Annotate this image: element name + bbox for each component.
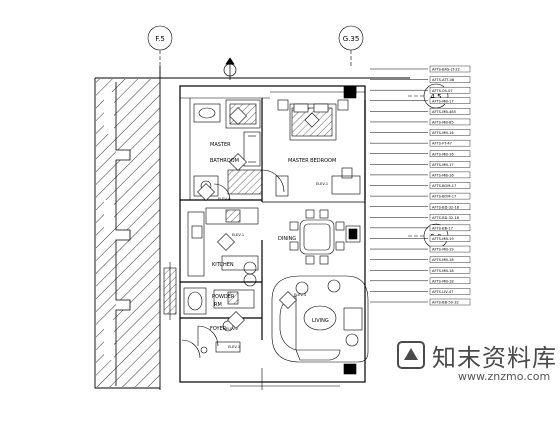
callout-label: AFTS-BB-17 xyxy=(432,226,453,230)
callout-box xyxy=(429,298,471,306)
callout-label: AFTS-MB-17 xyxy=(432,163,454,167)
callout-label: AFTS-MB-85 xyxy=(432,121,454,125)
callout-label: AFTS-MB-19 xyxy=(432,248,454,252)
watermark-logo-icon xyxy=(397,341,425,369)
callout-box xyxy=(429,97,471,104)
callout-box xyxy=(429,203,471,210)
dining-set xyxy=(289,209,361,265)
callout-box xyxy=(429,245,471,253)
watermark: 知末资料库 www.znzmo.com xyxy=(388,336,560,420)
tag-label: ELEV-1 xyxy=(316,182,328,186)
grid-label-right-upper: 4.5 xyxy=(430,93,441,101)
label-foyer: FOYER xyxy=(210,326,227,332)
callout-label: AFTS-MB-16 xyxy=(432,174,454,178)
interior-walls xyxy=(179,85,366,383)
callout-box xyxy=(429,267,471,274)
grid-bubble-top-left xyxy=(147,25,173,51)
callout-labels: AFTS-BAS-LT-22AFTS-ATT-08AFTS-04-07AFTS-… xyxy=(429,65,471,306)
tag-label: ELEV-1 xyxy=(228,345,240,349)
callout-box xyxy=(429,288,471,295)
grid-bubble-top-right xyxy=(338,25,364,51)
callout-box xyxy=(429,171,471,179)
callout-box xyxy=(429,192,471,200)
callout-label: AFTS-BD-32-18 xyxy=(432,216,460,220)
callout-box xyxy=(429,118,471,126)
callout-box xyxy=(429,108,471,115)
entry-lines xyxy=(180,320,365,390)
callout-box xyxy=(429,76,471,83)
exterior-hatch-zone xyxy=(96,79,160,387)
callout-box xyxy=(429,65,471,73)
tag-label: ELEV-4 xyxy=(218,197,231,201)
callout-label: AFTS-BD-32-18 xyxy=(432,205,460,209)
label-powder-2: RM xyxy=(214,302,222,308)
grid-axes xyxy=(147,25,449,249)
grid-label-top-left: F.5 xyxy=(155,35,165,43)
callout-box xyxy=(429,161,471,168)
label-powder-1: POWDER xyxy=(212,294,235,300)
watermark-url: www.znzmo.com xyxy=(458,370,551,383)
grid-label-top-right: G.35 xyxy=(343,35,360,43)
tag-label: ELEV-1 xyxy=(232,233,244,237)
callout-box xyxy=(429,182,471,189)
section-marker xyxy=(223,57,237,80)
living-room xyxy=(271,85,369,375)
callout-label: AFTS-MB-18 xyxy=(432,258,454,262)
callout-box xyxy=(429,129,471,136)
callout-label: AFTS-04-07 xyxy=(432,89,453,93)
callout-label: AFTS-BAS-LT-22 xyxy=(432,68,460,72)
callout-box xyxy=(429,235,471,242)
label-master-bedroom: MASTER BEDROOM xyxy=(288,158,336,164)
label-master-bath-2: BATHROOM xyxy=(210,158,239,164)
callout-box xyxy=(429,256,471,263)
callout-label: AFTS-MB-16 xyxy=(432,131,454,135)
label-living: LIVING xyxy=(312,318,329,324)
callout-box xyxy=(429,86,471,94)
tag-label: ELEV-4 xyxy=(294,293,307,297)
callout-label: AFTS-MB-18 xyxy=(432,279,454,283)
callout-label: AFTS-MB-485 xyxy=(432,110,456,114)
kitchen-counters xyxy=(187,207,259,287)
callout-label: AFTS-MB-18 xyxy=(432,269,454,273)
callout-box xyxy=(429,214,471,221)
label-kitchen: KITCHEN xyxy=(212,262,234,268)
callout-label: AFTS-BOM-17 xyxy=(432,195,456,199)
callout-box xyxy=(429,150,471,157)
callout-label: AFTS-LIV-47 xyxy=(432,290,453,294)
callout-leaders xyxy=(370,68,428,303)
bathroom-fixtures xyxy=(193,99,263,197)
watermark-text: 知末资料库 xyxy=(432,344,557,372)
callout-label: AFTS-BOM-17 xyxy=(432,184,456,188)
callout-box xyxy=(429,139,471,147)
callout-label: AFTS-MB-19 xyxy=(432,237,454,241)
callout-label: AFTS-FT-47 xyxy=(432,142,452,146)
callout-box xyxy=(429,277,471,285)
callout-label: AFTS-MB-17 xyxy=(432,99,454,103)
callout-box xyxy=(429,224,471,232)
label-dining: DINING xyxy=(278,236,296,242)
powder-room xyxy=(163,262,255,320)
label-master-bath-1: MASTER xyxy=(210,142,231,148)
tag-diamonds xyxy=(197,107,320,329)
callout-label: AFTS-ATT-08 xyxy=(432,78,455,82)
callout-label: AFTS-BB-50-32 xyxy=(432,301,459,305)
callout-label: AFTS-MB-16 xyxy=(432,152,454,156)
tag-label: ELEV-2 xyxy=(226,327,238,331)
